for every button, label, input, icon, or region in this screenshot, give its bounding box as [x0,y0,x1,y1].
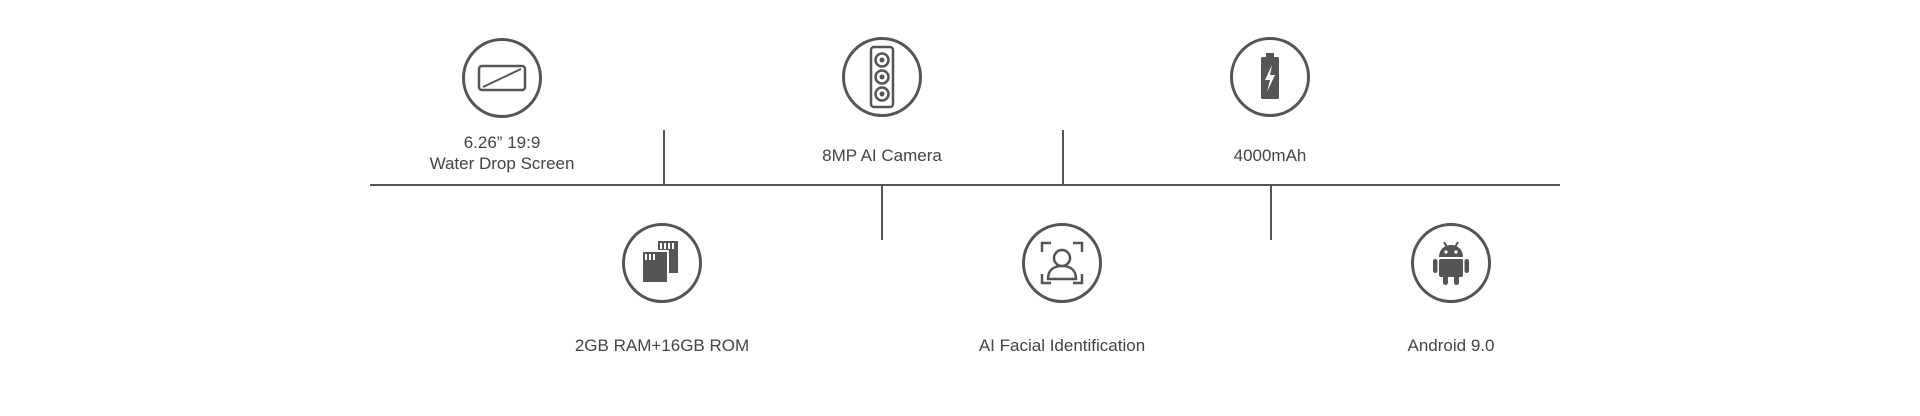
feature-memory: 2GB RAM+16GB ROM [502,223,822,356]
feature-label-line: 6.26” 19:9 [463,133,541,152]
face-id-icon [1022,223,1102,303]
feature-label: Android 9.0 [1407,336,1495,355]
screen-icon [462,38,542,118]
feature-label: 6.26” 19:9 Water Drop Screen [430,132,575,174]
feature-label-line: Water Drop Screen [429,154,575,173]
timeline-axis [370,184,1560,186]
android-icon [1411,223,1491,303]
feature-label: AI Facial Identification [978,336,1146,355]
timeline-connector [881,185,883,240]
feature-label: 4000mAh [1233,146,1307,165]
battery-icon [1230,37,1310,117]
feature-label: 8MP AI Camera [822,146,942,165]
memory-card-icon [622,223,702,303]
timeline-connector [663,130,665,185]
feature-battery: 4000mAh [1110,37,1430,166]
timeline-connector [1270,185,1272,240]
timeline-connector [1062,130,1064,185]
triple-camera-icon [842,37,922,117]
feature-camera: 8MP AI Camera [722,37,1042,166]
feature-label: 2GB RAM+16GB ROM [574,336,750,355]
feature-android: Android 9.0 [1291,223,1611,356]
feature-screen: 6.26” 19:9 Water Drop Screen [342,38,662,174]
feature-face: AI Facial Identification [902,223,1222,356]
